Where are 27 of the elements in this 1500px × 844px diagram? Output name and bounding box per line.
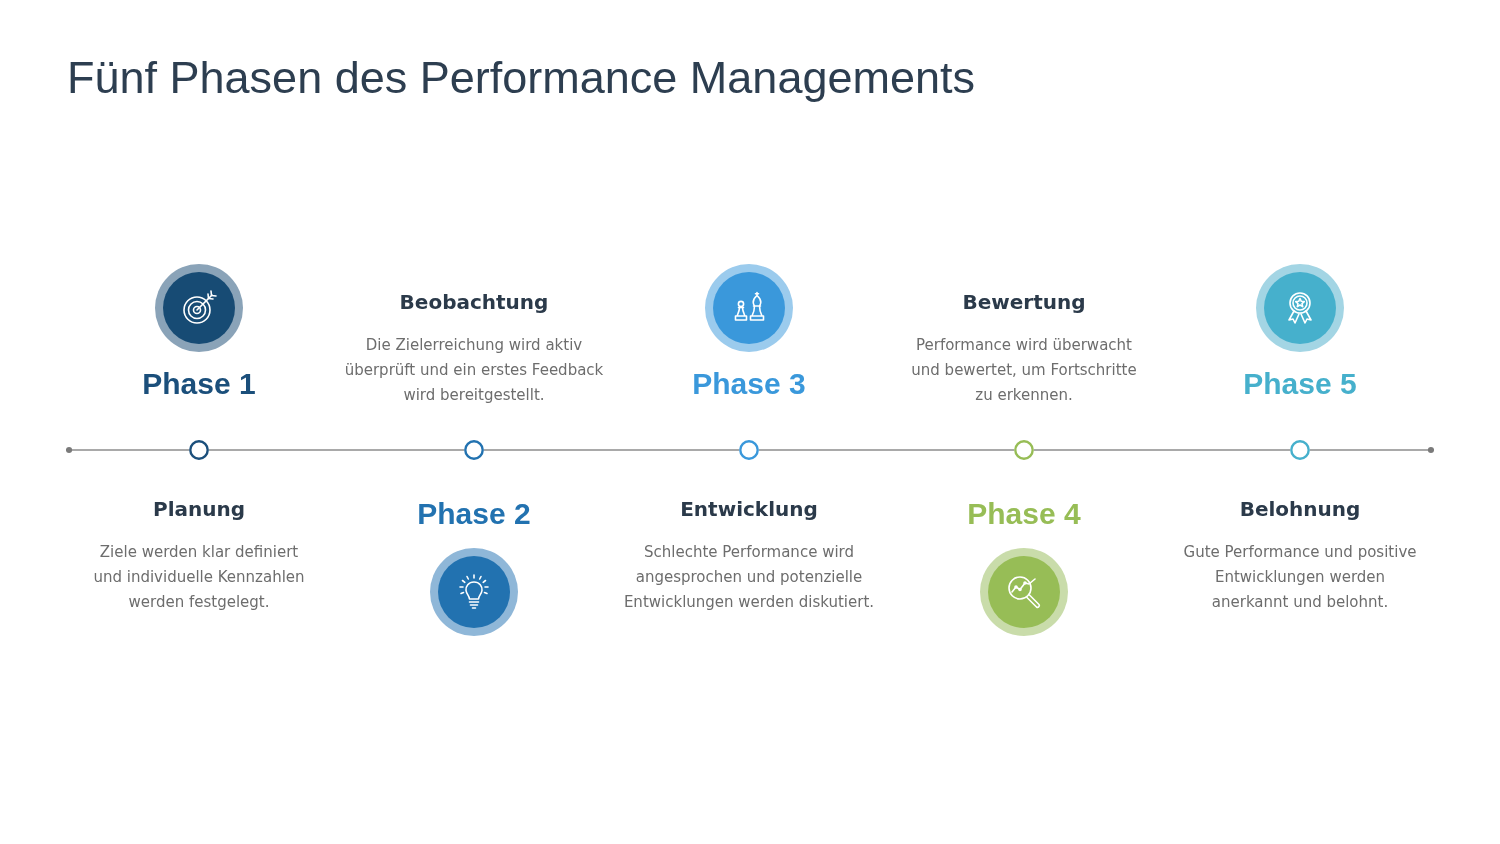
step-heading: Entwicklung <box>680 496 818 523</box>
step-description: Schlechte Performance wird angesprochen und potenzielle Entwicklungen werden diskutiert. <box>622 542 876 613</box>
step-description: Performance wird überwacht und bewertet, um Fortschritte zu erkennen. <box>910 335 1138 406</box>
timeline-marker <box>464 440 484 460</box>
timeline-marker <box>739 440 759 460</box>
timeline-line <box>483 449 740 451</box>
phase-label: Phase 3 <box>691 366 807 402</box>
step-description: Ziele werden klar definiert und individuelle Kennzahlen werden festgelegt. <box>92 542 306 613</box>
step-heading: Beobachtung <box>399 289 549 316</box>
timeline-marker <box>189 440 209 460</box>
timeline-line <box>758 449 1015 451</box>
step-description: Die Zielerreichung wird aktiv überprüft und ein erstes Feedback wird bereitgestellt. <box>343 335 605 406</box>
phase-label: Phase 4 <box>966 496 1082 532</box>
timeline-line <box>1033 449 1291 451</box>
step-heading: Bewertung <box>962 289 1086 316</box>
phase-label: Phase 1 <box>141 366 257 402</box>
phase-label: Phase 5 <box>1242 366 1358 402</box>
step-description: Gute Performance und positive Entwicklungen werden anerkannt und belohnt. <box>1182 542 1418 613</box>
timeline-line <box>65 446 190 454</box>
timeline-line <box>1309 446 1435 454</box>
timeline-line <box>208 449 465 451</box>
step-heading: Belohnung <box>1239 496 1361 523</box>
slide-title: Fünf Phasen des Performance Managements <box>67 51 975 105</box>
step-heading: Planung <box>153 496 245 523</box>
timeline-marker <box>1290 440 1310 460</box>
timeline-marker <box>1014 440 1034 460</box>
phase-label: Phase 2 <box>416 496 532 532</box>
